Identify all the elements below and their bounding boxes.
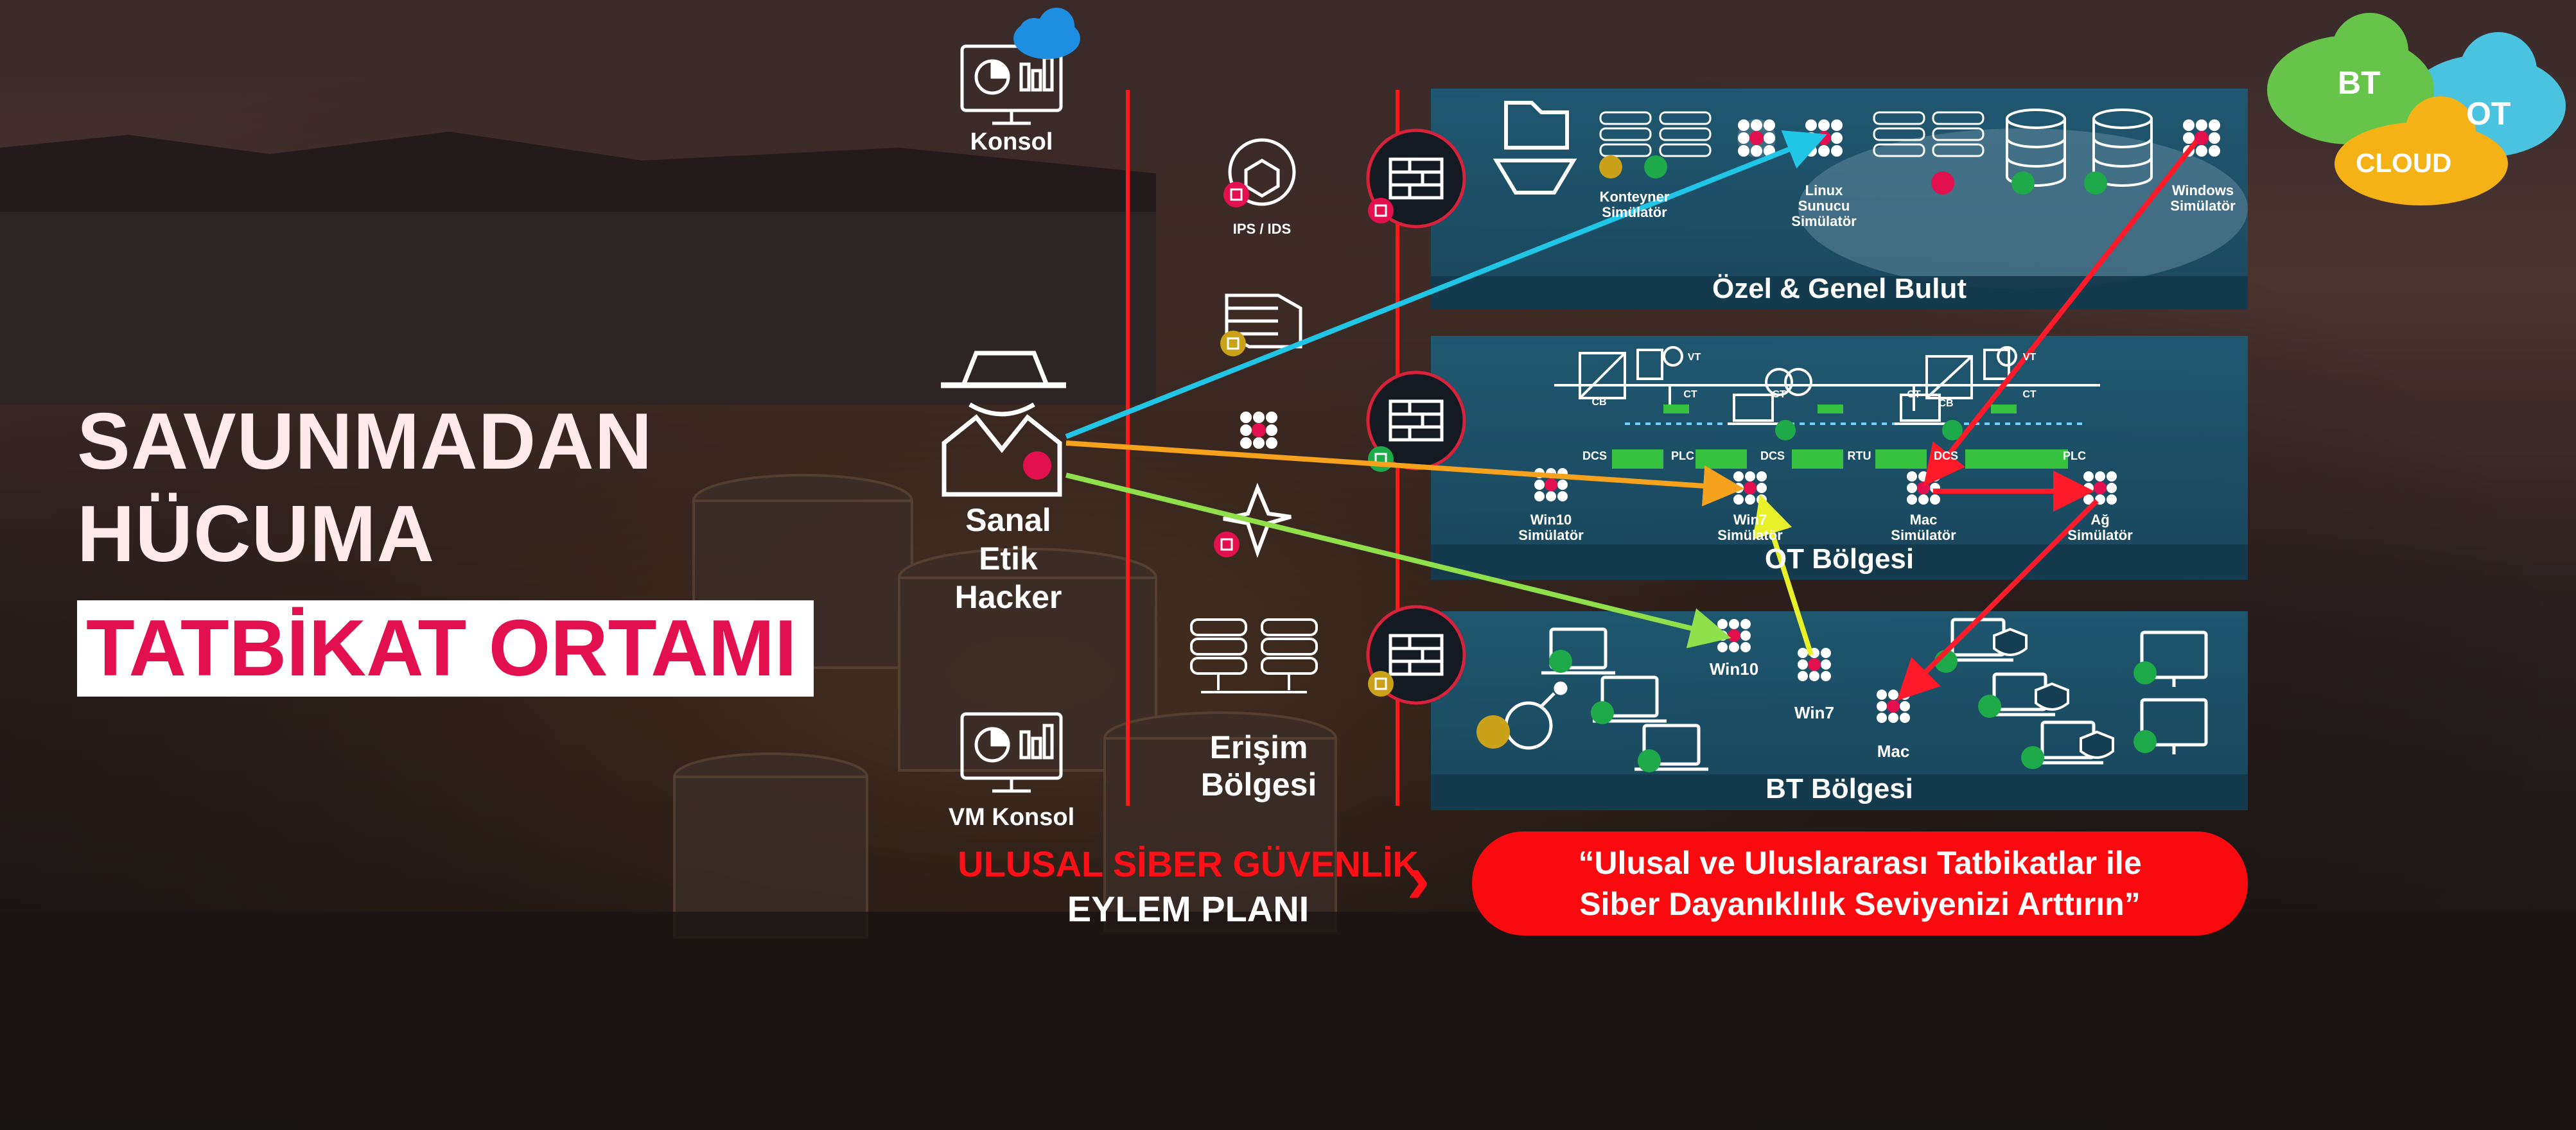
cb-label-1: CB (1591, 397, 1607, 408)
chevron-right-icon: › (1406, 839, 1430, 918)
bt-zone-title: BT Bölgesi (1766, 773, 1913, 804)
ct-label-3: CT (1907, 389, 1921, 400)
bt-ot-cloud-icon (2267, 13, 2566, 205)
ot-single-line-diagram (1554, 346, 2100, 425)
laptop-icon (1728, 394, 1946, 425)
folder-hand-icon (1493, 101, 1577, 195)
plan-subtitle: EYLEM PLANI (1067, 889, 1310, 929)
arrow-cyan (1065, 130, 1827, 439)
plc-icon (1612, 404, 2068, 469)
ips-ids-label: IPS / IDS (1232, 221, 1292, 237)
bt-win7-label: Win7 (1794, 703, 1834, 722)
shield-check-icon (1993, 627, 2114, 759)
headline-line-3: TATBİKAT ORTAMI (77, 600, 814, 697)
cloud-bt-label: BT (2338, 65, 2381, 101)
bt-mac-label: Mac (1877, 742, 1910, 761)
dcs-label-3: DCS (1933, 449, 1958, 462)
plan-title: ULUSAL SİBER GÜVENLİK (958, 844, 1419, 884)
ct-label-2: CT (1772, 389, 1786, 400)
konsol-label: Konsol (970, 128, 1053, 155)
ot-zone-title: OT Bölgesi (1764, 543, 1914, 575)
dcs-label-2: DCS (1760, 449, 1785, 462)
cloud-icon (1013, 8, 1080, 59)
server-rack-icon (1190, 618, 1318, 693)
vt-label-1: VT (1687, 352, 1701, 363)
arrow-orange (1065, 440, 1744, 507)
firewall-icon (1366, 128, 1466, 229)
ct-label-4: CT (2022, 389, 2037, 400)
vm-konsol-label: VM Konsol (948, 804, 1075, 831)
cb-label-2: CB (1938, 398, 1954, 409)
arrow-red-1 (1923, 139, 2199, 487)
rtu-label: RTU (1847, 449, 1871, 462)
dcs-label-1: DCS (1582, 449, 1607, 462)
cloud-ot-label: OT (2466, 96, 2511, 132)
ct-label-1: CT (1683, 389, 1697, 400)
pie-chart-monitor-icon (960, 44, 1063, 125)
bt-win10-label: Win10 (1709, 659, 1759, 679)
plc-label-2: PLC (2063, 449, 2086, 462)
cloud-shape-bg (1798, 128, 2248, 289)
attack-arrows (1065, 130, 2199, 701)
headline-line-2: HÜCUMA (77, 490, 435, 578)
cloud-cloud-label: CLOUD (2356, 148, 2452, 178)
plc-label-1: PLC (1671, 449, 1694, 462)
monitor-icon (2140, 630, 2208, 754)
arrow-green (1065, 473, 1731, 648)
server-rack-icon (1599, 111, 1985, 157)
arrow-red-3 (1897, 499, 2099, 701)
pie-chart-monitor-icon (960, 712, 1063, 793)
headline-line-1: SAVUNMADAN (77, 397, 653, 486)
hacker-icon (941, 351, 1066, 497)
cloud-zone-title: Özel & Genel Bulut (1712, 273, 1967, 304)
arrow-yellow (1753, 494, 1814, 656)
vt-label-2: VT (2022, 352, 2037, 363)
